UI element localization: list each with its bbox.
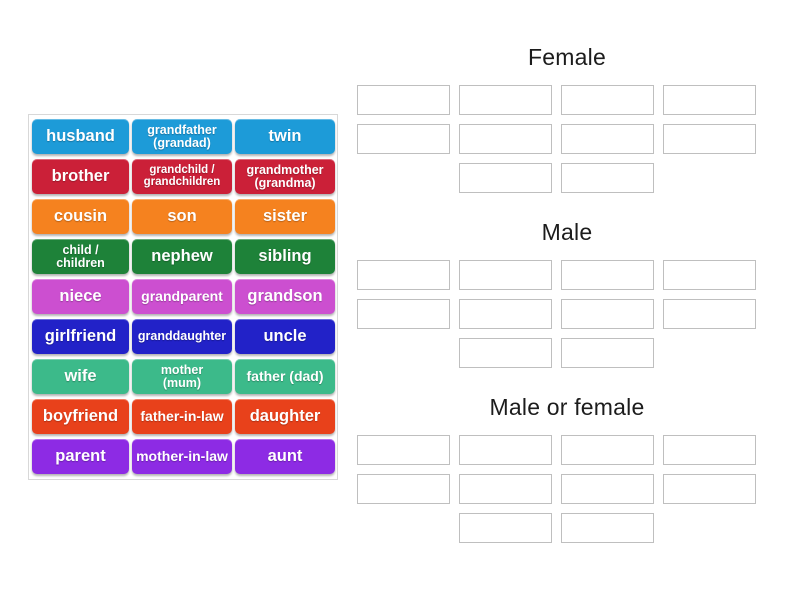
- drop-slot[interactable]: [357, 474, 450, 504]
- drop-slot[interactable]: [561, 260, 654, 290]
- category-slots-male-or-female: [357, 435, 777, 543]
- drop-slot[interactable]: [357, 85, 450, 115]
- word-tile[interactable]: wife: [32, 359, 129, 394]
- word-tile[interactable]: father-in-law: [132, 399, 232, 434]
- word-tile[interactable]: grandfather(grandad): [132, 119, 232, 154]
- drop-slot[interactable]: [459, 260, 552, 290]
- slot-row: [357, 435, 777, 465]
- word-tile[interactable]: child /children: [32, 239, 129, 274]
- word-tile[interactable]: niece: [32, 279, 129, 314]
- slot-row: [357, 163, 777, 193]
- drop-slot[interactable]: [561, 163, 654, 193]
- drop-slot[interactable]: [459, 435, 552, 465]
- drop-slot[interactable]: [663, 474, 756, 504]
- slot-row: [357, 124, 777, 154]
- drop-slot[interactable]: [459, 513, 552, 543]
- word-tile[interactable]: sibling: [235, 239, 335, 274]
- drop-slot[interactable]: [357, 260, 450, 290]
- drop-slot[interactable]: [459, 338, 552, 368]
- drop-slot[interactable]: [459, 124, 552, 154]
- drop-slot[interactable]: [357, 299, 450, 329]
- drop-slot[interactable]: [561, 513, 654, 543]
- drop-slot[interactable]: [561, 435, 654, 465]
- slot-row: [357, 299, 777, 329]
- word-tile[interactable]: nephew: [132, 239, 232, 274]
- drop-slot[interactable]: [561, 124, 654, 154]
- slot-row: [357, 260, 777, 290]
- drop-slot[interactable]: [459, 299, 552, 329]
- word-tile[interactable]: uncle: [235, 319, 335, 354]
- drop-slot[interactable]: [663, 85, 756, 115]
- slot-row: [357, 474, 777, 504]
- word-tile[interactable]: sister: [235, 199, 335, 234]
- drop-slot[interactable]: [357, 435, 450, 465]
- category-title-male: Male: [541, 219, 593, 245]
- category-slots-female: [357, 85, 777, 193]
- word-tile[interactable]: son: [132, 199, 232, 234]
- category-male: Male: [357, 219, 777, 368]
- drop-slot[interactable]: [459, 474, 552, 504]
- word-tile[interactable]: parent: [32, 439, 129, 474]
- drop-slot[interactable]: [561, 85, 654, 115]
- drop-slot[interactable]: [459, 85, 552, 115]
- word-tile[interactable]: boyfriend: [32, 399, 129, 434]
- category-male-or-female: Male or female: [357, 394, 777, 543]
- category-female: Female: [357, 44, 777, 193]
- word-tile[interactable]: mother(mum): [132, 359, 232, 394]
- slot-row: [357, 85, 777, 115]
- drop-slot[interactable]: [663, 435, 756, 465]
- word-tile[interactable]: mother-in-law: [132, 439, 232, 474]
- category-title-female: Female: [528, 44, 606, 70]
- drop-slot[interactable]: [459, 163, 552, 193]
- drop-slot[interactable]: [663, 299, 756, 329]
- drop-slot[interactable]: [561, 299, 654, 329]
- word-tile[interactable]: husband: [32, 119, 129, 154]
- word-tile[interactable]: grandchild /grandchildren: [132, 159, 232, 194]
- word-tile[interactable]: daughter: [235, 399, 335, 434]
- category-title-male-or-female: Male or female: [489, 394, 645, 420]
- drop-slot[interactable]: [663, 260, 756, 290]
- word-tile[interactable]: grandson: [235, 279, 335, 314]
- slot-row: [357, 338, 777, 368]
- word-tile[interactable]: aunt: [235, 439, 335, 474]
- word-tile[interactable]: brother: [32, 159, 129, 194]
- word-tile[interactable]: father (dad): [235, 359, 335, 394]
- drop-slot[interactable]: [357, 124, 450, 154]
- drop-slot[interactable]: [561, 474, 654, 504]
- category-slots-male: [357, 260, 777, 368]
- word-tile[interactable]: grandmother(grandma): [235, 159, 335, 194]
- word-tile[interactable]: cousin: [32, 199, 129, 234]
- word-tile[interactable]: girlfriend: [32, 319, 129, 354]
- word-tile[interactable]: granddaughter: [132, 319, 232, 354]
- drop-slot[interactable]: [561, 338, 654, 368]
- word-tile[interactable]: twin: [235, 119, 335, 154]
- drop-slot[interactable]: [663, 124, 756, 154]
- word-tile[interactable]: grandparent: [132, 279, 232, 314]
- slot-row: [357, 513, 777, 543]
